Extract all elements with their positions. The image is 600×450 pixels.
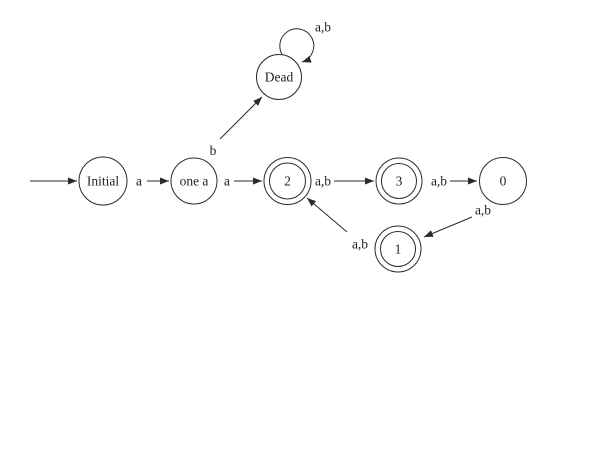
transition-0-to-1: a,b [423, 203, 491, 238]
transition-label: a,b [315, 20, 331, 35]
transition-label: a,b [315, 174, 331, 189]
state-label: 3 [396, 174, 403, 189]
state-0: 0 [479, 157, 527, 205]
transition-label: a [224, 174, 230, 189]
transition-dead-self-loop: a,b [279, 20, 331, 63]
transition-3-to-0: a,b [431, 174, 477, 189]
state-circle [256, 54, 302, 100]
state-accepting-ring [381, 163, 417, 199]
transition-label: a,b [475, 203, 491, 218]
state-1: 1 [374, 225, 422, 273]
transition-arrow [279, 28, 315, 63]
transition-arrow [306, 197, 348, 233]
state-label: Dead [265, 70, 294, 85]
state-circle [374, 225, 422, 273]
state-label: 1 [395, 242, 402, 257]
state-circle [479, 157, 527, 205]
transition-2-to-3: a,b [315, 174, 374, 189]
transition-label: a,b [352, 237, 368, 252]
state-3: 3 [375, 157, 423, 205]
state-circle [375, 157, 423, 205]
state-accepting-ring [380, 231, 416, 267]
state-circle [170, 157, 218, 205]
state-initial: Initial [78, 156, 128, 206]
transition-label: b [210, 143, 217, 158]
transition-arrow [219, 96, 263, 140]
state-one-a: one a [170, 157, 218, 205]
state-label: 0 [500, 174, 507, 189]
transition-1-to-2: a,b [306, 197, 368, 252]
state-label: Initial [87, 174, 119, 189]
transition-label: a,b [431, 174, 447, 189]
state-circle [263, 157, 312, 205]
state-accepting-ring [269, 162, 306, 200]
transition-one-a-to-dead: b [210, 96, 263, 158]
transition-arrow [423, 216, 473, 238]
state-label: 2 [284, 174, 291, 189]
transition-label: a [136, 174, 142, 189]
transition-initial-to-one-a: a [136, 174, 169, 189]
state-label: one a [180, 174, 209, 189]
state-2: 2 [263, 157, 312, 205]
transition-one-a-to-2: a [224, 174, 262, 189]
state-dead: Dead [256, 54, 302, 100]
state-circle [78, 156, 128, 206]
